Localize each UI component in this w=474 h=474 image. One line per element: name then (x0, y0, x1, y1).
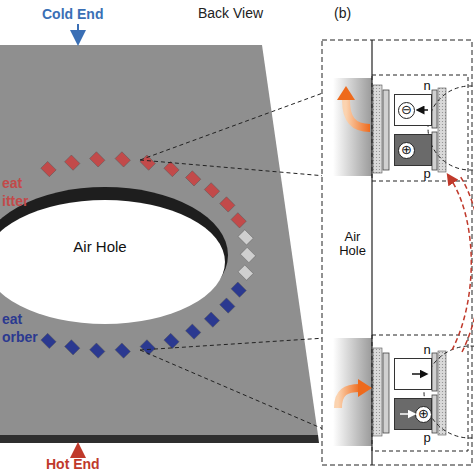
carrier-arrow (400, 413, 412, 415)
thermoelectric-module (164, 161, 179, 176)
part-label: eat (2, 176, 22, 191)
p-leg: ⊕p (394, 134, 432, 166)
heat-flow-arrow (346, 100, 370, 128)
ceramic-plate (438, 88, 446, 172)
view-title: Back View (198, 6, 263, 21)
node-label: n (421, 79, 433, 93)
thermoelectric-module (164, 333, 179, 348)
part-label: eat (2, 312, 22, 327)
electrode (432, 395, 437, 433)
thermoelectric-module (65, 340, 80, 355)
node-label: p (421, 431, 433, 445)
air-hole-section: Air Hole (333, 45, 372, 460)
charge-symbol: ⊖ (398, 102, 415, 119)
part-label: itter (2, 194, 28, 209)
thermoelectric-module (41, 333, 56, 348)
ceramic-plate (373, 348, 382, 436)
plate-edge (0, 435, 319, 443)
ceramic-plate (373, 85, 382, 173)
n-leg: n⊖ (394, 94, 432, 126)
node-label: Air Hole (334, 230, 371, 259)
heat-flow-arrow (338, 388, 360, 408)
end-label: Hot End (46, 457, 100, 472)
thermoelectric-module (90, 343, 105, 358)
panel-label: (b) (334, 6, 351, 21)
node-label: Air Hole (60, 239, 140, 256)
ceramic-plate (438, 351, 446, 435)
detail-frame (322, 40, 472, 465)
air-hole: Air Hole (0, 185, 230, 325)
thermoelectric-module (240, 247, 255, 262)
thermoelectric-module (65, 155, 80, 170)
thermoelectric-module (186, 324, 201, 339)
thermoelectric-module (231, 213, 246, 228)
part-label: orber (2, 330, 38, 345)
air-shade (333, 78, 372, 176)
electrode (383, 90, 389, 170)
charge-symbol: ⊕ (398, 142, 415, 159)
current-path (460, 176, 474, 352)
n-leg: n (394, 358, 432, 390)
thermoelectric-module (220, 197, 235, 212)
zoom-frame (372, 75, 468, 181)
cold-arrow (77, 24, 79, 38)
hole-rim (0, 187, 228, 323)
node-label: p (421, 167, 433, 181)
electrode (383, 353, 389, 433)
thermoelectric-module (204, 183, 219, 198)
thermoelectric-module (238, 230, 253, 245)
air-shade (333, 338, 372, 446)
hot-arrow (77, 450, 79, 456)
thermoelectric-module (186, 171, 201, 186)
node-label: n (421, 343, 433, 357)
carrier-arrow (412, 373, 424, 375)
carrier-arrow (420, 109, 428, 111)
thermoelectric-module (115, 152, 130, 167)
current-path (450, 178, 471, 350)
electrode (432, 353, 437, 391)
thermoelectric-module (140, 340, 155, 355)
hole-opening (0, 200, 225, 324)
thermoelectric-module (238, 265, 253, 280)
thermoelectric-module (41, 161, 56, 176)
thermoelectric-module (231, 282, 246, 297)
electrode (432, 90, 437, 128)
p-leg: ⊕p (394, 398, 432, 430)
thermoelectric-module (90, 152, 105, 167)
end-label: Cold End (42, 7, 103, 22)
thermoelectric-module (115, 343, 130, 358)
heat-flow-arrow (337, 86, 355, 100)
charge-symbol: ⊕ (415, 406, 432, 423)
thermoelectric-module (220, 298, 235, 313)
thermoelectric-module (204, 312, 219, 327)
zoom-frame (372, 335, 468, 451)
heat-flow-arrow (358, 379, 372, 397)
zoom-circle (428, 86, 474, 170)
